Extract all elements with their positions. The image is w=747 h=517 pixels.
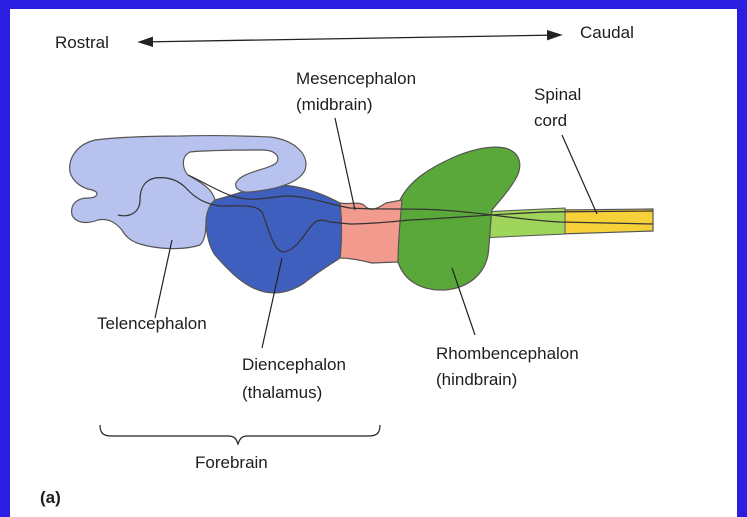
diencephalon-sublabel: (thalamus) [242, 382, 322, 404]
mesencephalon-label: Mesencephalon [296, 68, 416, 90]
forebrain-label: Forebrain [195, 452, 268, 474]
mesencephalon-sublabel: (midbrain) [296, 94, 373, 116]
rhombencephalon-label: Rhombencephalon [436, 343, 579, 365]
spinal-sublabel: cord [534, 110, 567, 132]
spinal-cord-region [560, 209, 653, 234]
panel-label: (a) [40, 487, 61, 509]
diencephalon-label: Diencephalon [242, 354, 346, 376]
telencephalon-label: Telencephalon [97, 313, 207, 335]
rhombencephalon-sublabel: (hindbrain) [436, 369, 517, 391]
caudal-label: Caudal [580, 22, 634, 44]
telencephalon-leader [155, 240, 172, 318]
mesencephalon-leader [335, 118, 355, 210]
spinal-cord-leader [562, 135, 597, 214]
rostral-caudal-arrow [140, 35, 560, 42]
forebrain-brace [100, 425, 380, 444]
spinal-label: Spinal [534, 84, 581, 106]
rostral-label: Rostral [55, 32, 109, 54]
